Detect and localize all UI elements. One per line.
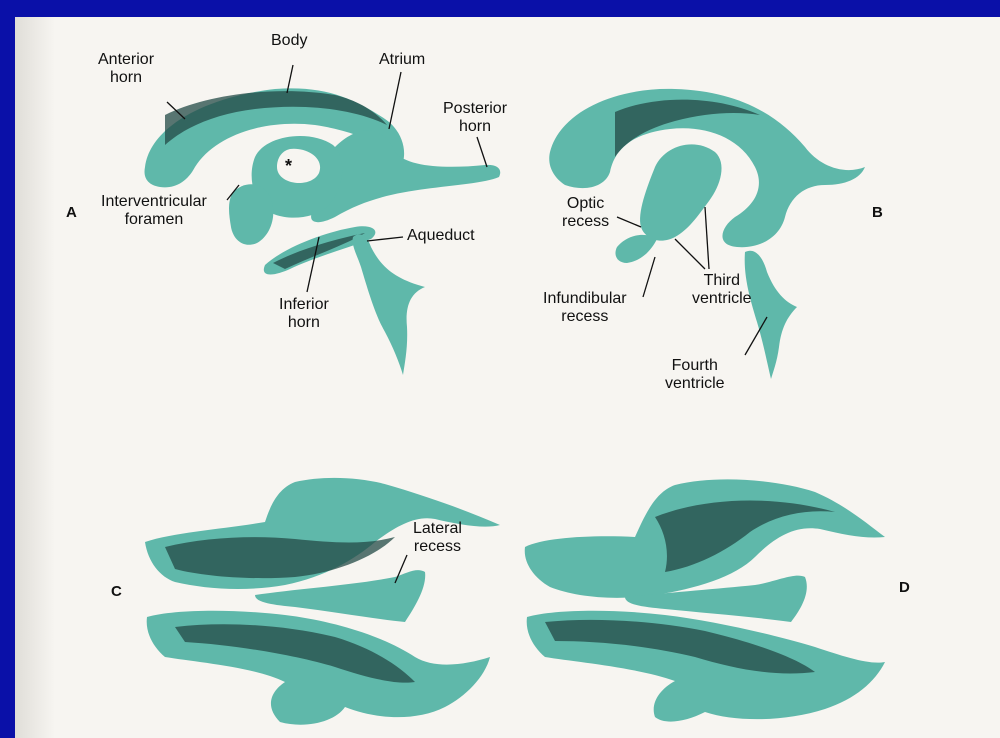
label-fourth-ventricle-line2: ventricle [665,375,725,393]
label-asterisk: * [285,157,292,175]
panel-label-b: B [872,204,883,221]
label-optic-recess: Optic recess [562,195,609,231]
fourth-ventricle-shape-b [745,251,797,379]
leader-atrium [389,72,401,129]
panel-label-c: C [111,583,122,600]
leader-third-ventricle-2 [705,207,709,269]
leader-posterior-horn [477,137,487,167]
label-infundibular-recess-line2: recess [543,308,627,326]
label-third-ventricle: Third ventricle [692,272,752,308]
view-d-bottom [525,479,885,721]
label-anterior-horn-line1: Anterior [98,51,154,69]
label-body: Body [271,32,307,50]
third-ventricle-shape-b [640,144,721,240]
label-interventricular-foramen-line1: Interventricular [101,193,207,211]
label-infundibular-recess: Infundibular recess [543,290,627,326]
label-infundibular-recess-line1: Infundibular [543,290,627,308]
label-fourth-ventricle-line1: Fourth [665,357,725,375]
label-posterior-horn-line2: horn [443,118,507,136]
label-atrium: Atrium [379,51,425,69]
label-anterior-horn-line2: horn [98,69,154,87]
ventricle-illustrations [15,17,1000,738]
leader-third-ventricle-1 [675,239,705,269]
label-inferior-horn-line2: horn [279,314,329,332]
textbook-page: A B C D Body Anterior horn Atrium Poster… [15,17,1000,738]
leader-infundibular-recess [643,257,655,297]
label-anterior-horn: Anterior horn [98,51,154,87]
label-fourth-ventricle: Fourth ventricle [665,357,725,393]
leader-optic-recess [617,217,641,227]
label-inferior-horn-line1: Inferior [279,296,329,314]
label-lateral-recess: Lateral recess [413,520,462,556]
label-optic-recess-line2: recess [562,213,609,231]
label-third-ventricle-line2: ventricle [692,290,752,308]
view-c-top [145,478,500,725]
label-posterior-horn-line1: Posterior [443,100,507,118]
panel-label-d: D [899,579,910,596]
label-interventricular-foramen-line2: foramen [101,211,207,229]
panel-label-a: A [66,204,77,221]
third-ventricle-shape-a [229,184,273,245]
label-inferior-horn: Inferior horn [279,296,329,332]
label-interventricular-foramen: Interventricular foramen [101,193,207,229]
label-aqueduct: Aqueduct [407,227,475,245]
label-lateral-recess-line1: Lateral [413,520,462,538]
label-posterior-horn: Posterior horn [443,100,507,136]
label-lateral-recess-line2: recess [413,538,462,556]
label-third-ventricle-line1: Third [692,272,752,290]
optic-recess-shape [615,235,657,263]
label-optic-recess-line1: Optic [562,195,609,213]
upper-ventricle-shadow-c [165,537,395,578]
fourth-ventricle-shape-a [353,234,425,375]
